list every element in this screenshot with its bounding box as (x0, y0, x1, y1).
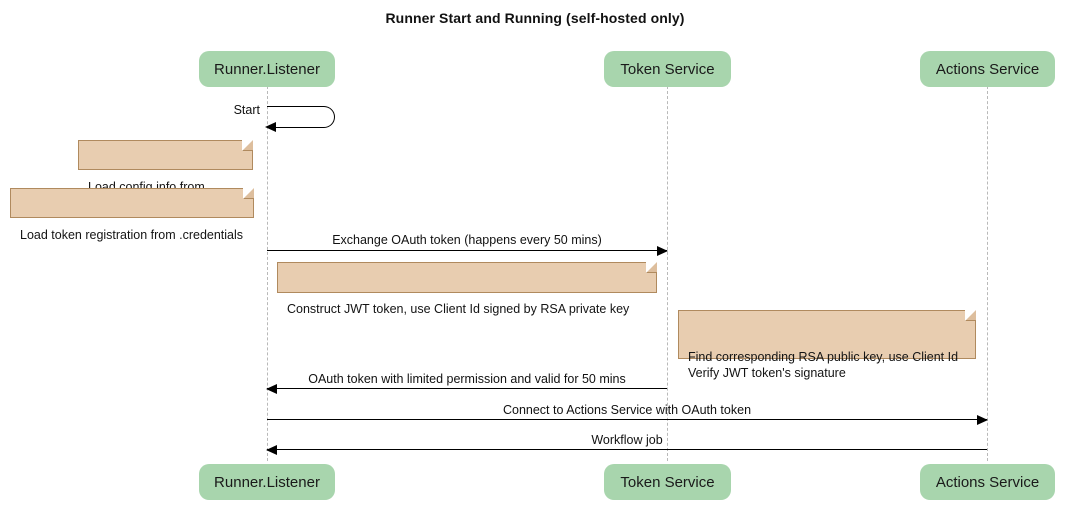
participant-label: Token Service (620, 473, 715, 491)
note-construct-jwt: Construct JWT token, use Client Id signe… (277, 261, 658, 316)
note-fold-icon (242, 139, 254, 151)
note-fold-icon (646, 261, 658, 273)
participant-actions-bottom[interactable]: Actions Service (920, 464, 1055, 500)
participant-label: Runner.Listener (214, 473, 320, 491)
note-text: Construct JWT token, use Client Id signe… (287, 302, 630, 316)
arrowhead-left-icon (266, 384, 277, 394)
note-text: Find corresponding RSA public key, use C… (688, 350, 959, 380)
message-label-start: Start (233, 103, 260, 117)
message-exchange-oauth[interactable] (267, 246, 668, 256)
participant-label: Token Service (620, 60, 715, 78)
message-label-workflow-job: Workflow job (591, 433, 663, 447)
arrowhead-right-icon (977, 415, 988, 425)
lifeline-actions (987, 86, 988, 461)
participant-label: Actions Service (935, 473, 1040, 491)
participant-runner-bottom[interactable]: Runner.Listener (199, 464, 335, 500)
note-load-credentials: Load token registration from .credential… (10, 187, 255, 242)
note-fold-icon (965, 309, 977, 321)
message-oauth-return[interactable] (266, 384, 667, 394)
participant-label: Runner.Listener (214, 60, 320, 78)
message-label-oauth-return: OAuth token with limited permission and … (308, 372, 626, 386)
participant-label: Actions Service (935, 60, 1040, 78)
arrowhead-right-icon (657, 246, 668, 256)
page-title: Runner Start and Running (self-hosted on… (385, 10, 685, 26)
message-label-exchange-oauth: Exchange OAuth token (happens every 50 m… (332, 233, 602, 247)
note-load-config: Load config info from .runner (78, 139, 254, 210)
arrowhead-left-icon (265, 122, 276, 132)
participant-token-bottom[interactable]: Token Service (604, 464, 731, 500)
arrowhead-left-icon (266, 445, 277, 455)
self-message-start[interactable] (265, 106, 335, 132)
note-verify-jwt: Find corresponding RSA public key, use C… (678, 309, 977, 380)
participant-actions-top[interactable]: Actions Service (920, 51, 1055, 87)
message-connect-actions[interactable] (267, 415, 988, 425)
message-label-connect-actions: Connect to Actions Service with OAuth to… (502, 403, 752, 417)
message-workflow-job[interactable] (266, 445, 987, 455)
lifeline-token (667, 86, 668, 461)
note-text: Load token registration from .credential… (20, 228, 244, 242)
participant-token-top[interactable]: Token Service (604, 51, 731, 87)
note-fold-icon (243, 187, 255, 199)
participant-runner-top[interactable]: Runner.Listener (199, 51, 335, 87)
lifeline-runner (267, 86, 268, 461)
